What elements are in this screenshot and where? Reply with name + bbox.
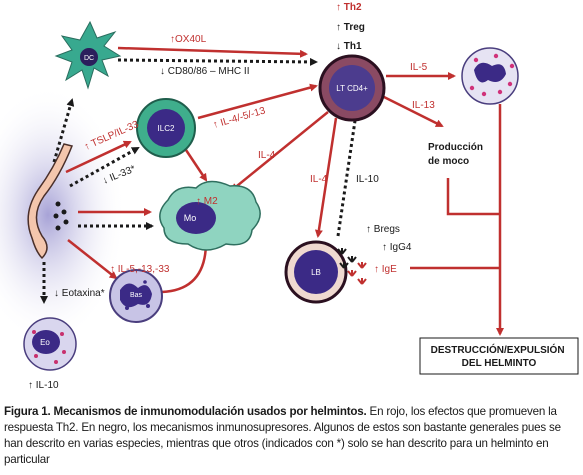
cd80-label: ↓ CD80/86 – MHC II bbox=[160, 66, 249, 77]
igg4-label: ↑ IgG4 bbox=[382, 242, 412, 253]
basophil-cell: Bas bbox=[109, 269, 163, 323]
arrow-il10-mid bbox=[336, 112, 360, 237]
bregs-label: ↑ Bregs bbox=[366, 224, 400, 235]
b-cell: LB bbox=[284, 240, 348, 304]
il10-eo-label: ↑ IL-10 bbox=[28, 380, 59, 391]
dendritic-cell: DC bbox=[54, 20, 122, 90]
bas-label: Bas bbox=[130, 292, 143, 299]
arrow-tcell-lb bbox=[314, 117, 338, 238]
arrow-helminth-dc bbox=[52, 98, 75, 163]
il10-mid-label: IL-10 bbox=[356, 174, 379, 185]
arrow-ox40l bbox=[117, 46, 308, 58]
svg-text:DESTRUCCIÓN/EXPULSIÓN DE: DESTRUCCIÓN/EXPULSIÓN DEL HELMINTO bbox=[431, 343, 568, 369]
immunomodulation-diagram: DC ILC2 LT CD4+ Mo Bas Eo bbox=[0, 2, 579, 391]
arrow-ilc2-mo bbox=[184, 149, 208, 182]
arrow-bas-mo bbox=[161, 242, 210, 294]
il5-label: IL-5 bbox=[410, 62, 428, 73]
eo-label: Eo bbox=[40, 338, 50, 347]
il13-label: IL-13 bbox=[412, 100, 435, 111]
top-th1: ↓ Th1 bbox=[336, 41, 362, 52]
ilc2-cell: ILC2 bbox=[136, 98, 196, 158]
mucus-label: Producción de moco bbox=[428, 142, 486, 167]
eotaxin-label: ↓ Eotaxina* bbox=[54, 288, 105, 299]
helminth-worm bbox=[27, 143, 74, 260]
mo-label: Mo bbox=[184, 213, 197, 223]
top-treg: ↑ Treg bbox=[336, 22, 365, 33]
lb-label: LB bbox=[311, 268, 321, 277]
figure-caption: Figura 1. Mecanismos de inmunomodulación… bbox=[4, 404, 580, 468]
arrow-cd80 bbox=[117, 57, 318, 66]
helminth-glow bbox=[0, 85, 126, 345]
antibodies bbox=[337, 248, 367, 285]
arrow-helminth-bas bbox=[67, 239, 118, 280]
il4-left-label: IL-4 bbox=[258, 150, 276, 161]
eosinophil-cell-right bbox=[461, 47, 519, 105]
macrophage-cell: Mo bbox=[159, 180, 261, 251]
dc-label: DC bbox=[84, 55, 94, 62]
ilc2-label: ILC2 bbox=[158, 124, 175, 133]
ige-label: ↑ IgE bbox=[374, 264, 397, 275]
arrow-il13 bbox=[381, 94, 444, 128]
arrow-tcell-mo bbox=[230, 111, 329, 192]
eosinophil-cell-left: Eo bbox=[23, 317, 77, 371]
line-mucus-destruction bbox=[446, 178, 500, 216]
t-cell: LT CD4+ bbox=[318, 54, 386, 122]
tcell-label: LT CD4+ bbox=[336, 84, 368, 93]
m2-label: ↑ M2 bbox=[196, 196, 218, 207]
top-th2: ↑ Th2 bbox=[336, 2, 362, 13]
destruction-box: DESTRUCCIÓN/EXPULSIÓN DEL HELMINTO bbox=[419, 337, 579, 375]
ox40l-label: ↑OX40L bbox=[170, 34, 207, 45]
il51333-label: ↑ IL-5,-13,-33 bbox=[110, 264, 170, 275]
arrow-il33 bbox=[69, 146, 140, 188]
caption-body: En rojo, los efectos que promueven la re… bbox=[4, 405, 561, 466]
arrow-tslp bbox=[65, 140, 132, 174]
il4513-label: ↑ IL-4/-5/-13 bbox=[212, 105, 267, 131]
il4-down-label: IL-4 bbox=[310, 174, 328, 185]
arrow-ilc2-tcell bbox=[197, 83, 318, 120]
caption-lead: Figura 1. Mecanismos de inmunomodulación… bbox=[4, 405, 367, 418]
